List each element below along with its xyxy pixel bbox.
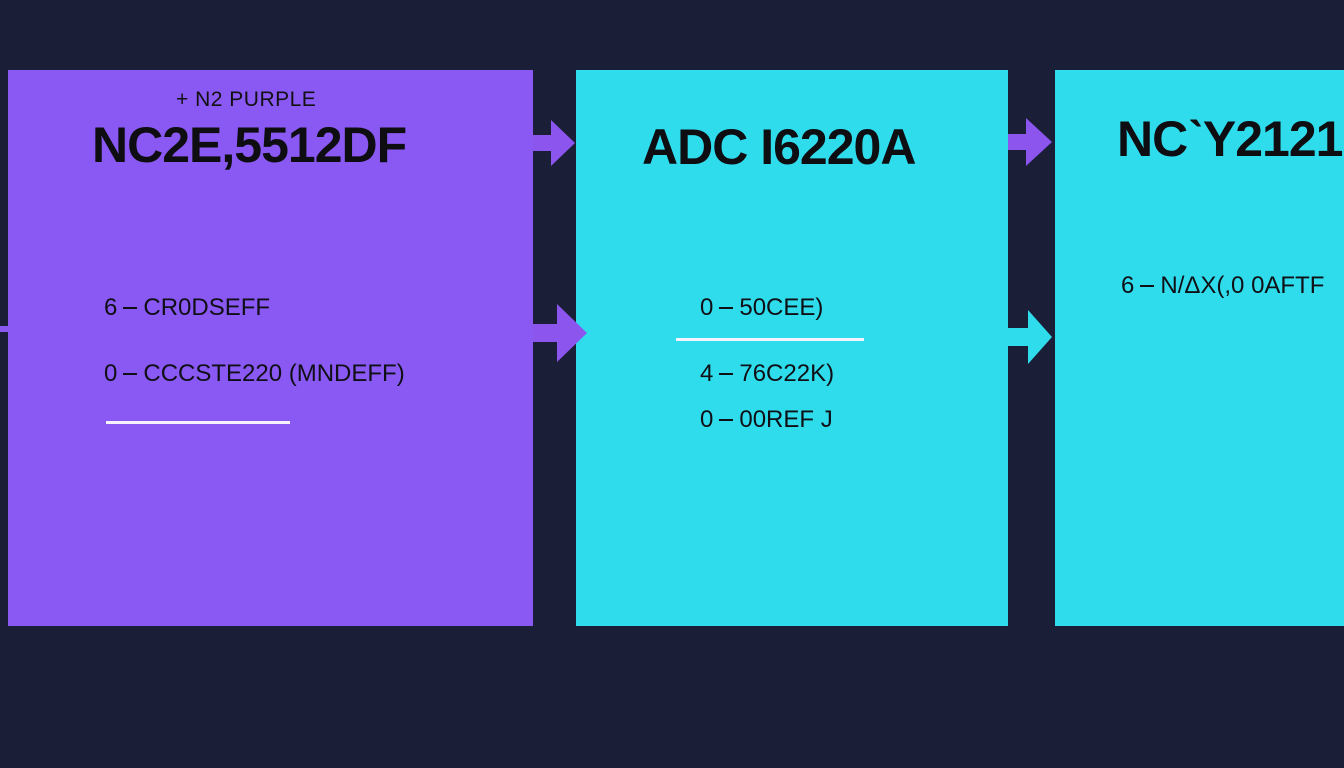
row-number: 0 [700, 294, 714, 321]
row-label: 00REF J [739, 406, 833, 433]
block-row: 4 76C22K) [700, 360, 834, 388]
left-edge-connector [0, 326, 8, 332]
arrow-right-icon [1008, 310, 1052, 364]
row-number: 6 [104, 294, 118, 321]
row-dash [123, 307, 138, 309]
row-number: 0 [700, 406, 714, 433]
block-row: 0 00REF J [700, 406, 833, 434]
block-row: 6 CR0DSEFF [104, 294, 270, 322]
row-label: CCCSTE220 (MNDEFF) [143, 360, 405, 387]
arrow-right-icon [533, 304, 587, 362]
block-title: ADC I6220A [642, 119, 916, 175]
row-dash [719, 373, 734, 375]
block-row: 0 50CEE) [700, 294, 823, 322]
purple-block: + N2 PURPLE NC2E,5512DF 6 CR0DSEFF 0 CCC… [8, 70, 533, 626]
block-row: 0 CCCSTE220 (MNDEFF) [104, 360, 405, 388]
row-dash [123, 373, 138, 375]
block-title: NC2E,5512DF [92, 117, 407, 173]
row-dash [1140, 285, 1155, 287]
row-number: 0 [104, 360, 118, 387]
divider-line [676, 338, 864, 341]
row-dash [719, 307, 734, 309]
block-title: NCˋY2121 [1117, 111, 1343, 167]
cyan-block: ADC I6220A 0 50CEE) 4 76C22K) 0 00REF J [576, 70, 1008, 626]
row-dash [719, 419, 734, 421]
cyan-block-partial: NCˋY2121 6 N/ΔX(,0 0AFTF [1055, 70, 1344, 626]
arrow-right-icon [533, 120, 575, 166]
block-row: 6 N/ΔX(,0 0AFTF [1121, 272, 1324, 300]
row-number: 6 [1121, 272, 1135, 299]
divider-line [106, 421, 290, 424]
block-eyebrow: + N2 PURPLE [176, 88, 317, 111]
row-label: CR0DSEFF [143, 294, 271, 321]
row-label: 50CEE) [739, 294, 824, 321]
row-label: 76C22K) [739, 360, 835, 387]
row-number: 4 [700, 360, 714, 387]
arrow-right-icon [1008, 118, 1052, 166]
row-label: N/ΔX(,0 0AFTF [1160, 272, 1325, 299]
